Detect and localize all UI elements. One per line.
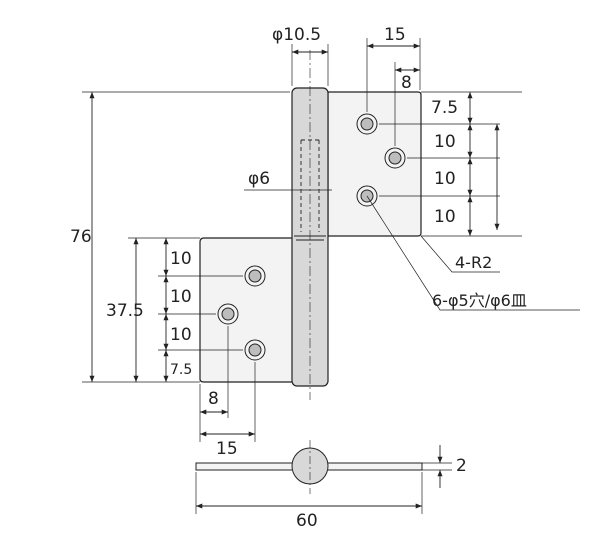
- dim-top-pitch-3: 10: [434, 207, 456, 227]
- dim-top-edge-to-hole: 7.5: [431, 98, 458, 118]
- dim-bottom-pitch-3: 10: [170, 325, 192, 345]
- dimension-labels: φ10.5 15 8 7.5 10 10 10 φ6 76 37.5 10 10…: [70, 25, 527, 531]
- lower-leaf: [199, 237, 297, 383]
- side-view: [195, 440, 452, 514]
- dim-overall-height: 76: [70, 227, 92, 247]
- hinge-body: [199, 87, 422, 387]
- dim-top-hole-offset-x: 8: [401, 73, 412, 93]
- hole-upper-1: [356, 113, 378, 135]
- dim-bottom-pitch-1: 10: [170, 249, 192, 269]
- holes: [217, 113, 406, 361]
- hole-lower-2: [217, 303, 239, 325]
- dim-top-pitch-1: 10: [434, 132, 456, 152]
- dim-pin-diameter: φ10.5: [272, 25, 321, 45]
- note-corner-radius: 4-R2: [455, 253, 492, 272]
- dim-bottom-hole-offset-x: 8: [208, 389, 219, 409]
- upper-leaf: [327, 91, 422, 237]
- dim-bottom-pitch-2: 10: [170, 287, 192, 307]
- dim-lower-leaf-height: 37.5: [106, 301, 144, 321]
- hole-lower-3: [244, 339, 266, 361]
- hole-lower-1: [244, 265, 266, 287]
- dim-bottom-hole-pitch-x: 15: [216, 439, 238, 459]
- dim-bottom-edge-to-hole: 7.5: [170, 362, 192, 378]
- dim-top-hole-pitch-x: 15: [384, 25, 406, 45]
- dim-top-pitch-2: 10: [434, 169, 456, 189]
- extension-lines: [82, 38, 580, 442]
- dimension-lines: [89, 43, 500, 437]
- dim-thickness: 2: [456, 456, 467, 476]
- note-holes: 6-φ5穴/φ6皿: [432, 291, 527, 310]
- dim-shaft-diameter: φ6: [248, 169, 270, 189]
- dim-overall-width: 60: [296, 511, 318, 531]
- hole-upper-2: [384, 147, 406, 169]
